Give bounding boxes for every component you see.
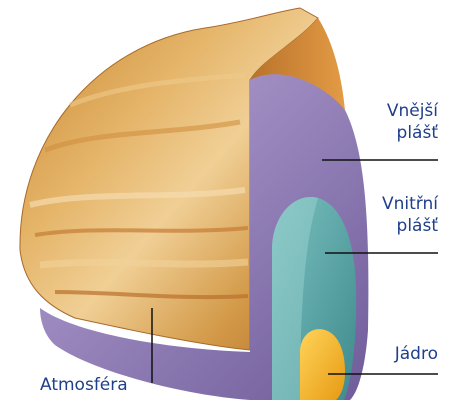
label-inner-mantle-line2: plášť: [372, 215, 438, 237]
label-atmosphere-text: Atmosféra: [40, 374, 128, 396]
label-outer-mantle-line1: Vnější: [372, 100, 438, 122]
label-outer-mantle: Vnější plášť: [372, 100, 438, 144]
label-core-text: Jádro: [372, 343, 438, 365]
label-inner-mantle-line1: Vnitřní: [372, 193, 438, 215]
label-outer-mantle-line2: plášť: [372, 122, 438, 144]
label-atmosphere: Atmosféra: [40, 374, 128, 396]
label-core: Jádro: [372, 343, 438, 365]
label-inner-mantle: Vnitřní plášť: [372, 193, 438, 237]
